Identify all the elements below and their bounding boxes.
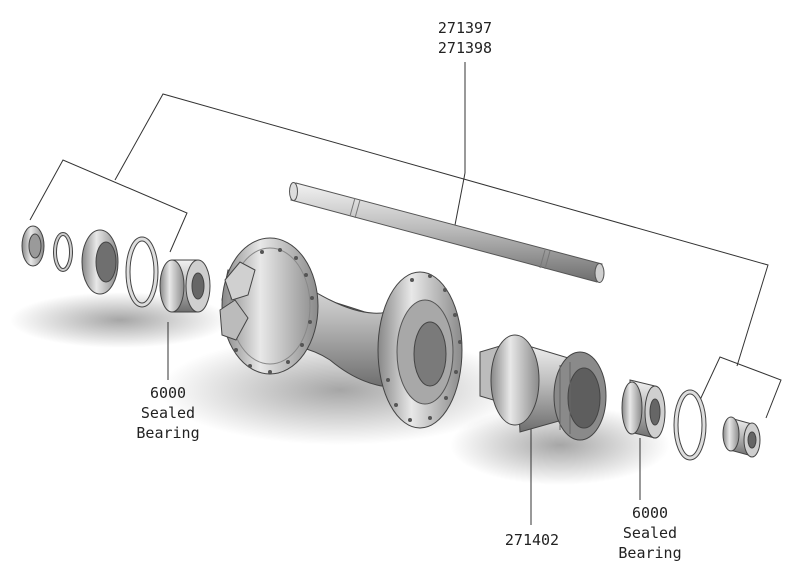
- right-bearing-line-1: 6000: [631, 504, 669, 522]
- left-bearing-line-1: 6000: [149, 384, 187, 402]
- hub-shell: [219, 237, 463, 429]
- right-bearing-line-3: Bearing: [618, 544, 682, 562]
- axle-part-number-2: 271398: [437, 39, 493, 57]
- shadow-freehub: [450, 405, 670, 485]
- freehub-part-number: 271402: [504, 531, 560, 549]
- freehub-part-label: 271402: [492, 530, 572, 550]
- left-bearing-line-3: Bearing: [136, 424, 200, 442]
- right-stack: [621, 379, 761, 461]
- axle-part-number-1: 271397: [437, 19, 493, 37]
- axle: [289, 182, 605, 283]
- axle-part-labels: 271397 271398: [425, 18, 505, 58]
- left-stack: [21, 225, 211, 313]
- hub-spoke-holes: [234, 248, 462, 422]
- left-bearing-label: 6000 Sealed Bearing: [120, 383, 216, 443]
- right-bearing-line-2: Sealed: [622, 524, 678, 542]
- right-bearing-label: 6000 Sealed Bearing: [602, 503, 698, 563]
- freehub-body: [479, 334, 607, 441]
- leader-lines: [29, 62, 782, 525]
- left-bearing-line-2: Sealed: [140, 404, 196, 422]
